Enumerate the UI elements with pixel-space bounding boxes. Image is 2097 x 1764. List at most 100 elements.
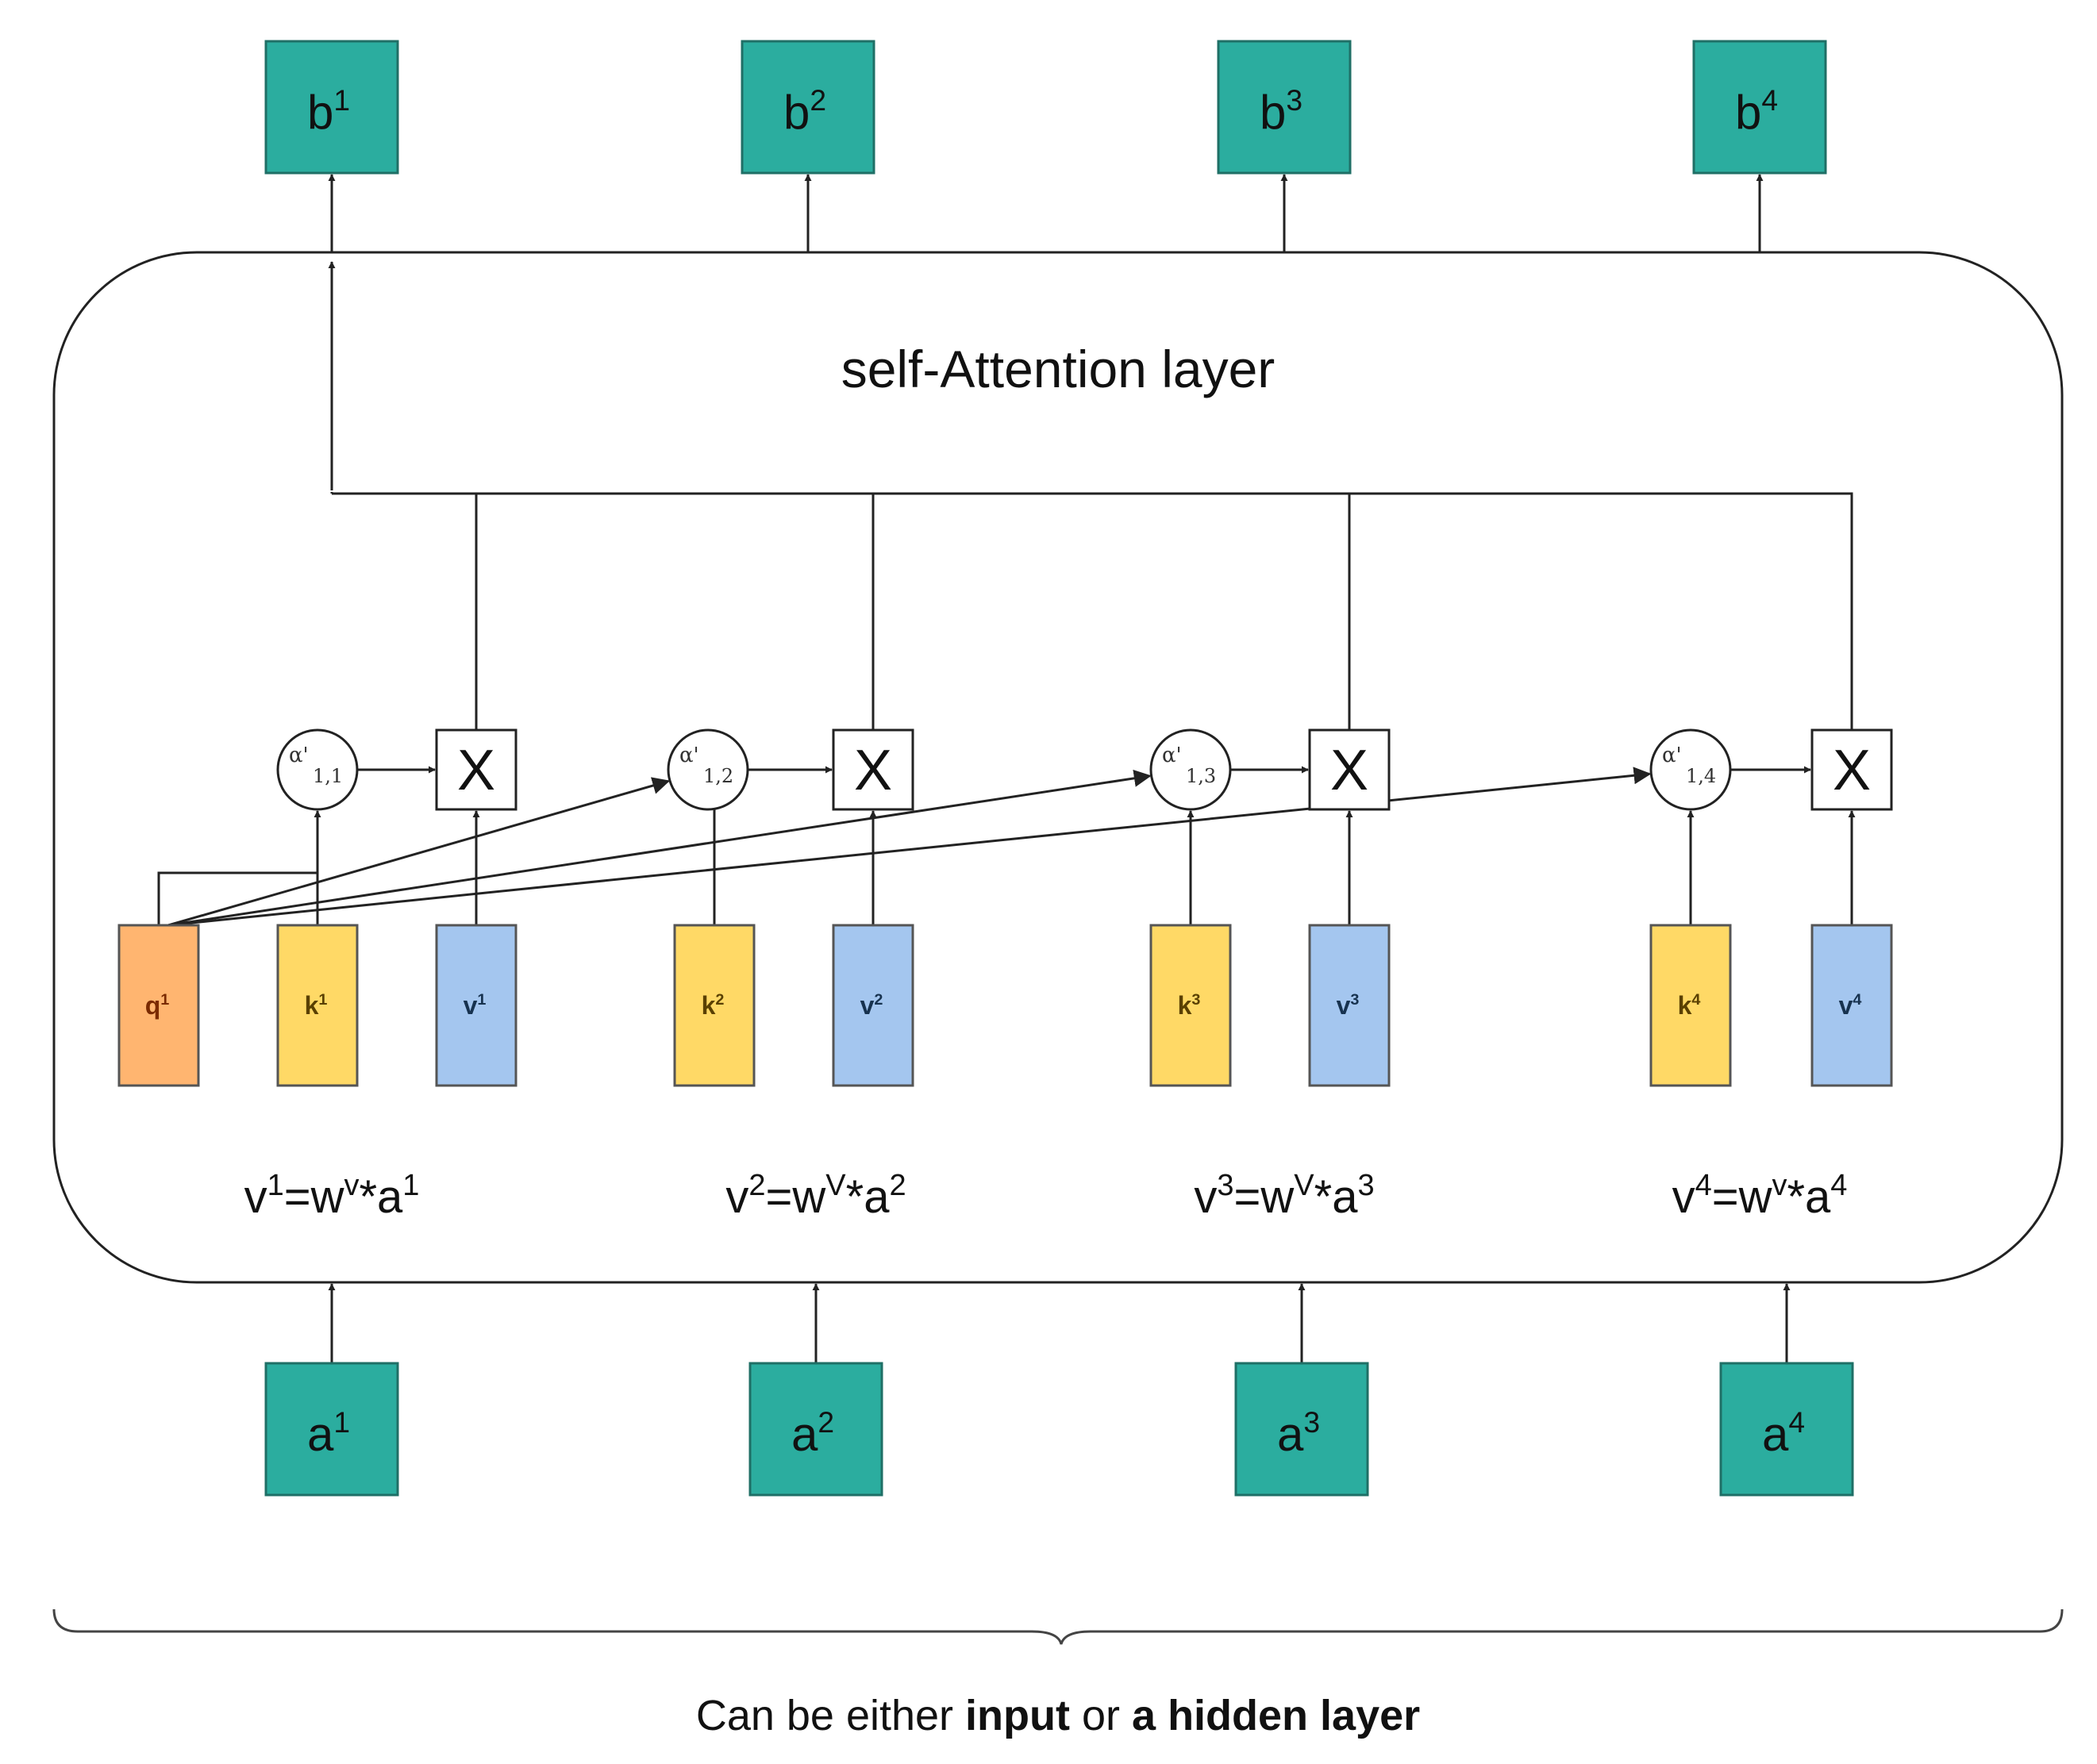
formula-lhs: v (1672, 1171, 1695, 1223)
formula-op: *a (1787, 1171, 1831, 1223)
value-vector-v4 (1810, 924, 1893, 1087)
multiply-symbol-3: X (1330, 739, 1368, 802)
output-b3-label-sup: 3 (1286, 83, 1302, 117)
output-b3-label-base: b (1260, 86, 1286, 139)
value-v1-label-base: v (464, 991, 478, 1020)
input-a1-label-sup: 1 (333, 1405, 350, 1439)
input-a3 (1234, 1362, 1369, 1497)
multiply-symbol-1: X (457, 739, 495, 802)
query-vector-q1 (117, 924, 200, 1087)
value-formula-4: v4=wv*a4 (1672, 1169, 1848, 1223)
query-to-weight-3 (167, 769, 1152, 927)
value-vector-v1 (435, 924, 518, 1087)
formula-rhs-sup: 2 (889, 1169, 906, 1202)
input-a1-label-base: a (307, 1408, 334, 1461)
output-b4-label: b4 (1735, 83, 1778, 139)
value-v4-label-sup: 4 (1853, 991, 1861, 1009)
key-k1-label-base: k (305, 991, 319, 1020)
caption-bold2: a hidden layer (1132, 1692, 1420, 1739)
formula-lhs-sup: 2 (748, 1169, 765, 1202)
input-a2-label-base: a (791, 1408, 818, 1461)
multiply-node-3 (1308, 728, 1391, 811)
formula-w-sup: v (344, 1169, 359, 1202)
output-b2-label: b2 (783, 83, 826, 139)
input-a4-label-base: a (1762, 1408, 1789, 1461)
formula-w-sup: V (1294, 1169, 1314, 1202)
key-k2-label-base: k (702, 991, 716, 1020)
input-a3-label-base: a (1277, 1408, 1304, 1461)
query-to-key-1-bracket (157, 871, 317, 925)
key-k3-label: k3 (1178, 991, 1201, 1020)
caption-part1: Can be either (696, 1692, 965, 1739)
formula-op: *a (359, 1171, 403, 1223)
attention-weight-label-4: α'1,4 (1662, 744, 1716, 787)
attention-weight-1-3 (1149, 728, 1232, 811)
formula-eq: =w (1712, 1171, 1773, 1223)
query-q1-label-sup: 1 (160, 991, 169, 1009)
input-a1-label: a1 (307, 1405, 350, 1461)
query-to-weight-4 (167, 767, 1652, 927)
formula-lhs: v (725, 1171, 748, 1223)
output-b4 (1692, 40, 1827, 175)
key-vector-k4 (1649, 924, 1732, 1087)
value-v2-label-sup: 2 (874, 991, 883, 1009)
value-formula-3: v3=wV*a3 (1194, 1169, 1374, 1223)
output-b1-label: b1 (307, 83, 350, 139)
key-k2-label-sup: 2 (715, 991, 724, 1009)
formula-rhs-sup: 1 (402, 1169, 419, 1202)
formula-op: *a (1314, 1171, 1359, 1223)
formula-lhs-sup: 3 (1217, 1169, 1233, 1202)
key-k4-label-base: k (1678, 991, 1692, 1020)
alpha-symbol: α' (1162, 744, 1182, 767)
query-q1-label-base: q (145, 991, 161, 1020)
attention-weight-label-3: α'1,3 (1162, 744, 1216, 787)
value-v3-label-sup: 3 (1350, 991, 1359, 1009)
value-vector-v3 (1308, 924, 1391, 1087)
value-v2-label-base: v (860, 991, 875, 1020)
formula-lhs: v (1194, 1171, 1217, 1223)
summation-bus (332, 492, 1853, 730)
formula-eq: =w (766, 1171, 827, 1223)
value-vector-v2 (832, 924, 914, 1087)
input-a2-label: a2 (791, 1405, 834, 1461)
alpha-symbol: α' (679, 744, 699, 767)
output-b2-label-sup: 2 (810, 83, 826, 117)
key-k4-label: k4 (1678, 991, 1701, 1020)
output-b1 (264, 40, 399, 175)
alpha-subscript: 1,2 (703, 765, 733, 787)
value-v3-label-base: v (1337, 991, 1351, 1020)
key-vector-k2 (673, 924, 756, 1087)
diagram-nodes (52, 40, 2064, 1497)
key-k3-label-sup: 3 (1191, 991, 1200, 1009)
value-v4-label: v4 (1839, 991, 1862, 1020)
output-b3 (1217, 40, 1352, 175)
output-b2-label-base: b (783, 86, 810, 139)
attention-weight-1-1 (276, 728, 359, 811)
input-a4 (1719, 1362, 1854, 1497)
alpha-subscript: 1,4 (1686, 765, 1716, 787)
alpha-subscript: 1,1 (313, 765, 343, 787)
alpha-subscript: 1,3 (1186, 765, 1216, 787)
value-formula-1: v1=wv*a1 (244, 1169, 420, 1223)
alpha-symbol: α' (289, 744, 309, 767)
formula-lhs: v (244, 1171, 267, 1223)
output-b1-label-sup: 1 (333, 83, 350, 117)
attention-weight-1-2 (667, 728, 749, 811)
key-vector-k3 (1149, 924, 1232, 1087)
input-a2 (748, 1362, 883, 1497)
alpha-symbol: α' (1662, 744, 1682, 767)
attention-weight-1-4 (1649, 728, 1732, 811)
value-v1-label: v1 (464, 991, 487, 1020)
attention-weight-label-1: α'1,1 (289, 744, 343, 787)
formula-eq: =w (284, 1171, 345, 1223)
formula-lhs-sup: 1 (267, 1169, 284, 1202)
multiply-symbol-2: X (854, 739, 892, 802)
output-b2 (741, 40, 875, 175)
formula-rhs-sup: 3 (1357, 1169, 1374, 1202)
value-v2-label: v2 (860, 991, 883, 1020)
input-a4-label-sup: 4 (1788, 1405, 1805, 1439)
layer-title: self-Attention layer (841, 340, 1276, 398)
input-a3-label-sup: 3 (1303, 1405, 1320, 1439)
connection-lines (52, 174, 2064, 1645)
query-to-weight-2 (167, 777, 671, 927)
